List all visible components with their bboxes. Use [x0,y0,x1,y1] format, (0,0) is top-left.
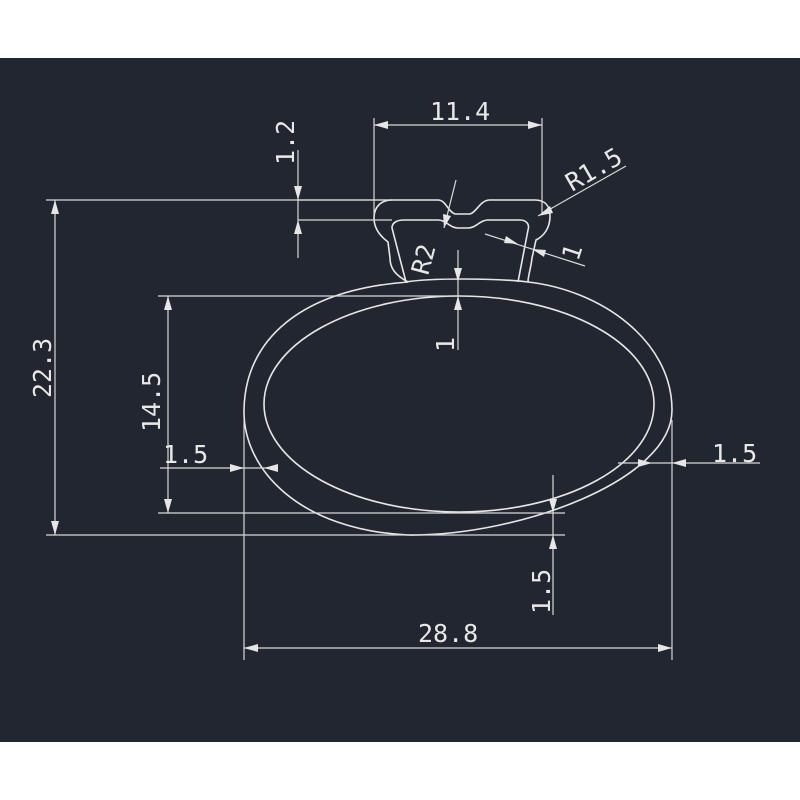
dim-top-width-label: 11.4 [430,97,490,126]
dim-left-wall: 1.5 [160,440,278,472]
dim-right-wall: 1.5 [618,439,760,468]
dim-corner-radius: R1.5 [537,142,628,217]
clip-head [373,199,551,283]
clip-cavity [391,219,530,283]
dim-left-wall-label: 1.5 [163,440,208,469]
dim-neck-wall-label: 1 [556,241,588,264]
dim-top-thickness-label: 1.2 [271,120,300,165]
dim-top-wall: 1 [431,250,462,352]
dim-neck-radius: R2 [406,179,457,278]
dim-total-height: 22.3 [28,199,565,536]
dim-inner-height-label: 14.5 [137,372,166,432]
dim-bottom-wall-label: 1.5 [527,569,556,614]
dim-total-width-label: 28.8 [418,619,478,648]
dim-corner-radius-label: R1.5 [561,142,628,197]
dim-top-wall-label: 1 [431,337,460,352]
dim-neck-radius-label: R2 [406,241,442,278]
drawing-canvas [0,58,800,742]
dim-right-wall-label: 1.5 [712,439,757,468]
dim-total-width: 28.8 [243,420,673,660]
clip-base [405,278,529,283]
inner-oval [263,295,655,513]
dim-total-height-label: 22.3 [28,338,57,398]
dim-top-width: 11.4 [373,97,543,218]
dim-bottom-wall: 1.5 [527,475,557,615]
dim-inner-height: 14.5 [137,295,565,514]
